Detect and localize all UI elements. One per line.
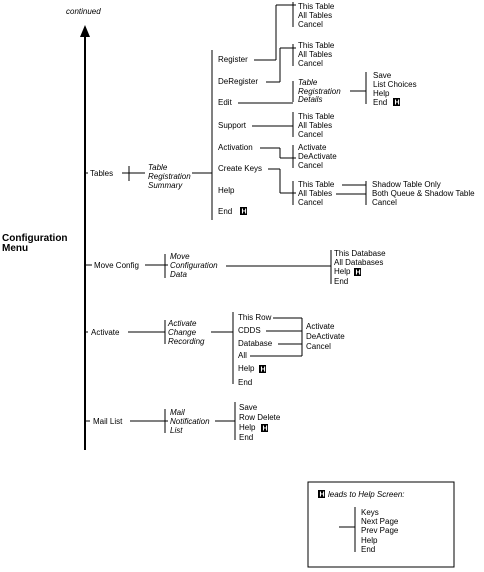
support-option-this-table[interactable]: This Table (298, 112, 335, 121)
menu-mail-list[interactable]: Mail List (93, 417, 123, 426)
tables-summary-line-2: Registration (148, 172, 191, 181)
createkeys-sub-cancel[interactable]: Cancel (372, 198, 397, 207)
help-screen-icon: H (318, 490, 325, 499)
continued-label: continued (66, 7, 101, 16)
svg-text:H: H (356, 270, 361, 277)
createkeys-sub-both-queue-shadow[interactable]: Both Queue & Shadow Table (372, 189, 475, 198)
maillist-option-row-delete[interactable]: Row Delete (239, 413, 281, 422)
createkeys-option-this-table[interactable]: This Table (298, 180, 335, 189)
legend-item-help: Help (361, 536, 378, 545)
tables-item-help[interactable]: Help (218, 186, 235, 195)
tables-item-register[interactable]: Register (218, 55, 248, 64)
menu-tables[interactable]: Tables (90, 169, 113, 178)
deregister-option-all-tables[interactable]: All Tables (298, 50, 332, 59)
tables-item-end[interactable]: End (218, 207, 232, 216)
legend-item-next-page: Next Page (361, 517, 399, 526)
tables-item-activation[interactable]: Activation (218, 143, 253, 152)
legend-box (307, 481, 455, 568)
help-screen-icon: H (240, 207, 247, 216)
activation-option-activate[interactable]: Activate (298, 143, 327, 152)
deregister-option-cancel[interactable]: Cancel (298, 59, 323, 68)
maillist-option-end[interactable]: End (239, 433, 253, 442)
activation-option-deactivate[interactable]: DeActivate (298, 152, 337, 161)
edit-details-line-3: Details (298, 95, 322, 104)
moveconfig-option-end[interactable]: End (334, 277, 348, 286)
edit-details-line-1: Table (298, 78, 318, 87)
activate-item-this-row[interactable]: This Row (238, 313, 272, 322)
activate-item-cdds[interactable]: CDDS (238, 326, 261, 335)
maillist-desc-line-1: Mail (170, 408, 185, 417)
menu-move-config[interactable]: Move Config (94, 261, 139, 270)
moveconfig-desc-line-2: Configuration (170, 261, 218, 270)
legend-item-prev-page: Prev Page (361, 526, 399, 535)
maillist-option-help[interactable]: Help (239, 423, 256, 432)
legend-item-keys: Keys (361, 508, 379, 517)
activate-item-all[interactable]: All (238, 351, 247, 360)
edit-option-list-choices[interactable]: List Choices (373, 80, 417, 89)
activate-desc-line-3: Recording (168, 337, 205, 346)
legend-title: leads to Help Screen: (328, 490, 405, 499)
activate-item-end[interactable]: End (238, 378, 252, 387)
deregister-option-this-table[interactable]: This Table (298, 41, 335, 50)
svg-text:H: H (320, 492, 325, 499)
activate-option-deactivate[interactable]: DeActivate (306, 332, 345, 341)
moveconfig-option-help[interactable]: Help (334, 267, 351, 276)
tables-item-createkeys[interactable]: Create Keys (218, 164, 262, 173)
tables-item-edit[interactable]: Edit (218, 98, 233, 107)
continued-arrowhead (80, 25, 90, 37)
activation-option-cancel[interactable]: Cancel (298, 161, 323, 170)
svg-text:H: H (263, 426, 268, 433)
maillist-desc-line-2: Notification (170, 417, 210, 426)
activate-option-activate[interactable]: Activate (306, 322, 335, 331)
tables-summary-line-1: Table (148, 163, 168, 172)
activate-option-cancel[interactable]: Cancel (306, 342, 331, 351)
tables-item-support[interactable]: Support (218, 121, 247, 130)
register-option-all-tables[interactable]: All Tables (298, 11, 332, 20)
activate-item-database[interactable]: Database (238, 339, 273, 348)
edit-option-save[interactable]: Save (373, 71, 392, 80)
activate-desc-line-1: Activate (167, 319, 197, 328)
legend-item-end: End (361, 545, 375, 554)
svg-text:H: H (242, 209, 247, 216)
createkeys-option-all-tables[interactable]: All Tables (298, 189, 332, 198)
tables-item-deregister[interactable]: DeRegister (218, 77, 258, 86)
activate-item-help[interactable]: Help (238, 364, 255, 373)
createkeys-option-cancel[interactable]: Cancel (298, 198, 323, 207)
help-screen-icon: H (393, 98, 400, 107)
help-screen-icon: H (261, 424, 268, 433)
moveconfig-desc-line-1: Move (170, 252, 190, 261)
root-title-line-1: Configuration (2, 233, 68, 244)
edit-option-end[interactable]: End (373, 98, 387, 107)
moveconfig-option-all-databases[interactable]: All Databases (334, 258, 383, 267)
register-option-cancel[interactable]: Cancel (298, 20, 323, 29)
moveconfig-option-this-database[interactable]: This Database (334, 249, 386, 258)
help-screen-icon: H (354, 268, 361, 277)
edit-option-help[interactable]: Help (373, 89, 390, 98)
edit-details-line-2: Registration (298, 87, 341, 96)
svg-text:H: H (395, 100, 400, 107)
support-option-cancel[interactable]: Cancel (298, 130, 323, 139)
svg-text:H: H (261, 367, 266, 374)
createkeys-sub-shadow-table-only[interactable]: Shadow Table Only (372, 180, 441, 189)
register-option-this-table[interactable]: This Table (298, 2, 335, 11)
tables-summary-line-3: Summary (148, 181, 183, 190)
help-screen-icon: H (259, 365, 266, 374)
moveconfig-desc-line-3: Data (170, 270, 187, 279)
maillist-option-save[interactable]: Save (239, 403, 258, 412)
support-option-all-tables[interactable]: All Tables (298, 121, 332, 130)
root-title-line-2: Menu (2, 243, 28, 254)
menu-activate[interactable]: Activate (91, 328, 120, 337)
maillist-desc-line-3: List (170, 426, 183, 435)
activate-desc-line-2: Change (168, 328, 197, 337)
